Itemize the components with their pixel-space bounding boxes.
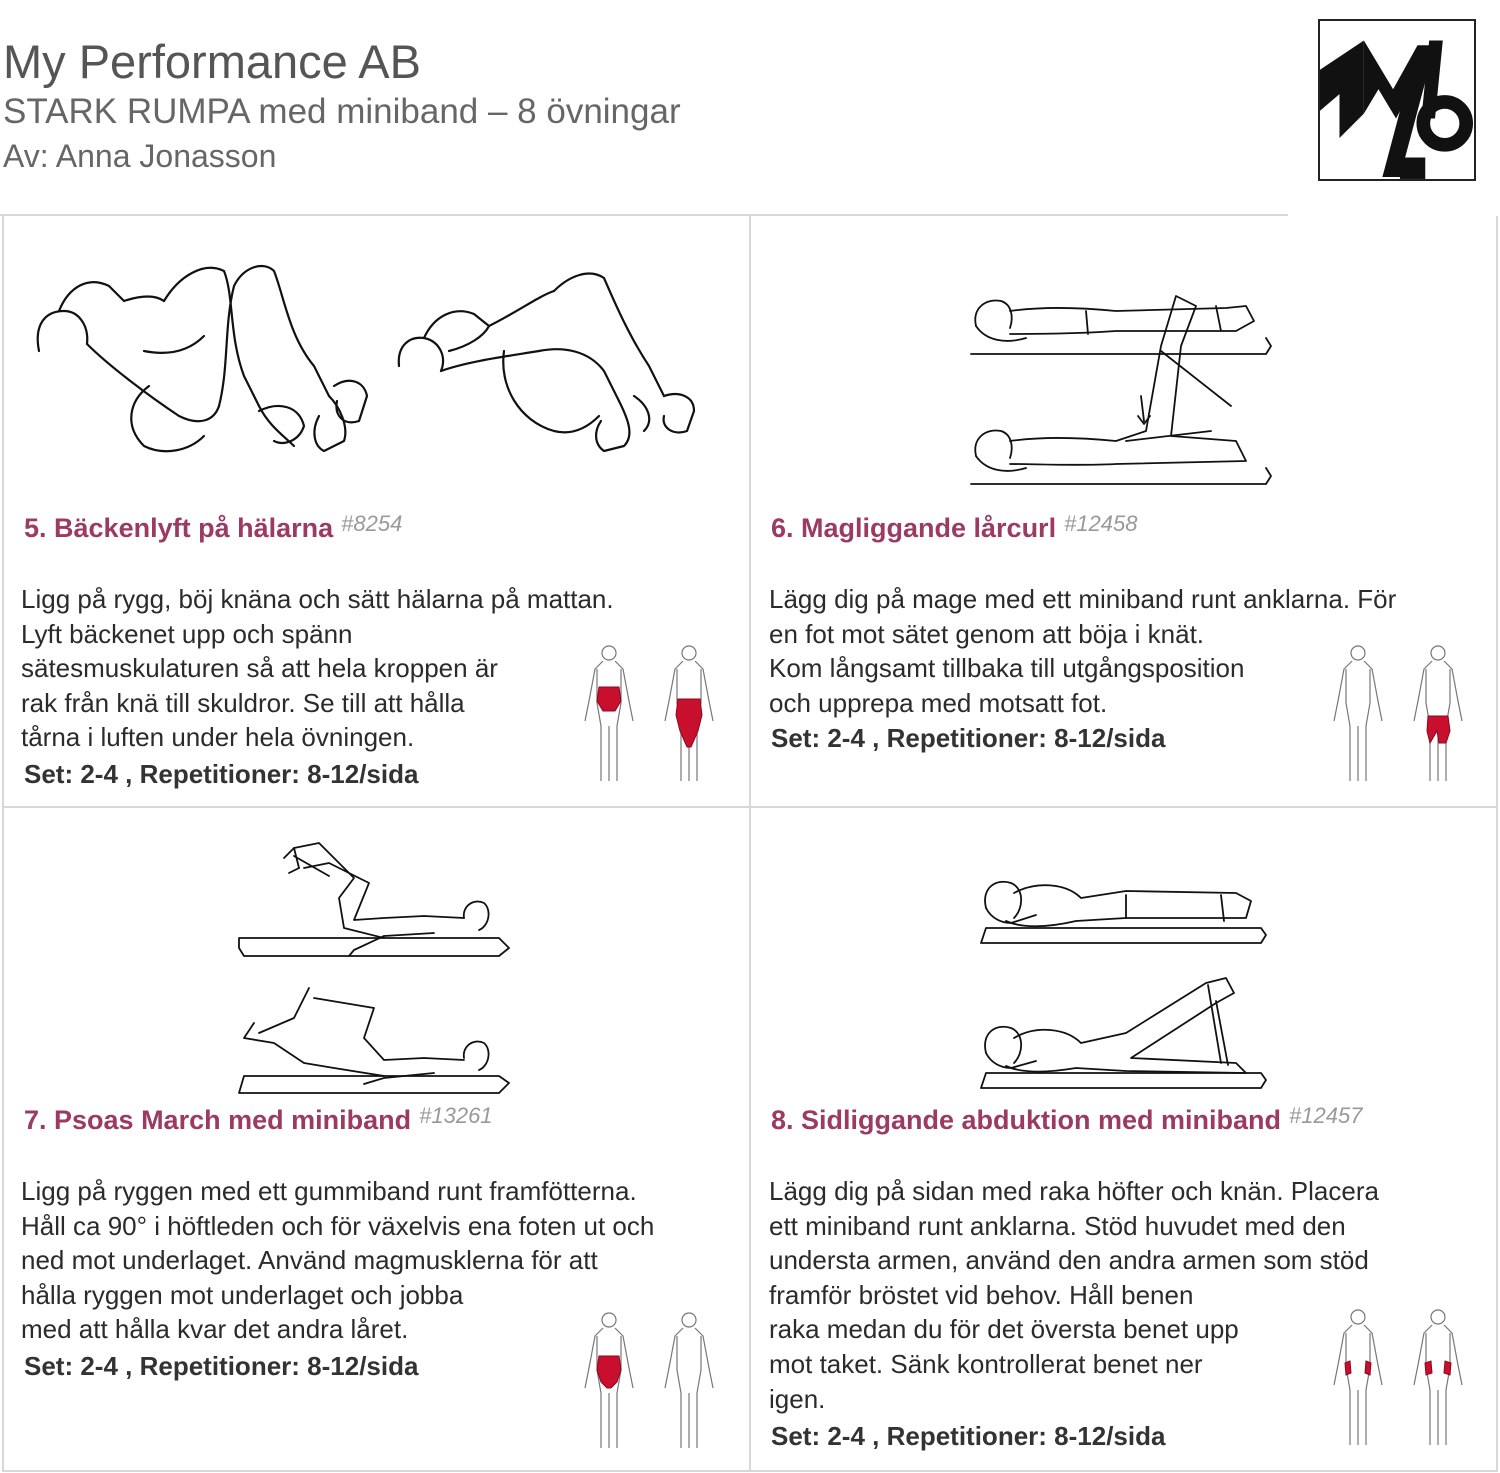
exercise-code: #8254 <box>341 511 403 536</box>
description-line: igen. <box>769 1383 826 1414</box>
description-line: ett miniband runt anklarna. Stöd huvudet… <box>769 1210 1346 1241</box>
muscle-map <box>1328 641 1468 786</box>
program-title: STARK RUMPA med miniband – 8 övningar <box>3 92 681 131</box>
exercise-title-text: 6. Magliggande lårcurl <box>771 513 1057 543</box>
page-header: My Performance AB STARK RUMPA med miniba… <box>0 0 1500 216</box>
exercise-illustration-psoas-march <box>234 838 514 1098</box>
exercise-card-8: 8. Sidliggande abduktion med miniband #12… <box>751 808 1496 1470</box>
side-abduction-illustration-icon <box>980 880 1267 1089</box>
description-line: en fot mot sätet genom att böja i knät. <box>769 618 1205 649</box>
muscle-map <box>579 641 719 786</box>
exercise-sets: Set: 2-4 , Repetitioner: 8-12/sida <box>24 759 419 789</box>
description-line: ned mot underlaget. Använd magmusklerna … <box>21 1245 598 1276</box>
hip-flexors-icon <box>584 1312 714 1448</box>
exercise-code: #12458 <box>1064 511 1138 536</box>
exercise-card-5: 5. Bäckenlyft på hälarna #8254 Ligg på ry… <box>4 216 751 808</box>
muscle-map <box>1328 1305 1468 1450</box>
exercise-illustration-bridge <box>29 256 729 471</box>
exercise-description: Ligg på ryggen med ett gummiband runt fr… <box>21 1174 654 1347</box>
exercise-code: #13261 <box>419 1103 493 1128</box>
description-line: Håll ca 90° i höftleden och för växelvis… <box>21 1210 655 1241</box>
description-line: sätesmuskulaturen så att hela kroppen är <box>21 653 498 684</box>
description-line: Lyft bäckenet upp och spänn <box>21 618 353 649</box>
exercise-illustration-leg-curl <box>966 286 1276 501</box>
exercise-description: Lägg dig på sidan med raka höfter och kn… <box>769 1174 1379 1416</box>
company-name: My Performance AB <box>3 35 421 88</box>
description-line: mot taket. Sänk kontrollerat benet ner <box>769 1348 1203 1379</box>
exercise-illustration-side-abduction <box>976 873 1276 1098</box>
header-divider <box>0 214 1288 216</box>
muscle-map <box>579 1308 719 1453</box>
glutes-abs-icon <box>584 645 714 781</box>
exercise-title-text: 5. Bäckenlyft på hälarna <box>24 513 334 543</box>
description-line: Ligg på ryggen med ett gummiband runt fr… <box>21 1176 637 1206</box>
exercise-sets: Set: 2-4 , Repetitioner: 8-12/sida <box>24 1351 419 1381</box>
hip-abductors-icon <box>1333 1309 1463 1445</box>
exercise-description: Ligg på rygg, böj knäna och sätt hälarna… <box>21 582 614 755</box>
description-line: Kom långsamt tillbaka till utgångspositi… <box>769 653 1245 684</box>
hamstrings-icon <box>1333 645 1463 781</box>
exercise-sets: Set: 2-4 , Repetitioner: 8-12/sida <box>771 1421 1166 1451</box>
description-line: med att hålla kvar det andra låret. <box>21 1314 409 1345</box>
exercise-code: #12457 <box>1289 1103 1363 1128</box>
author-line: Av: Anna Jonasson <box>3 138 277 174</box>
exercise-title: 7. Psoas March med miniband #13261 <box>24 1103 493 1136</box>
psoas-march-illustration-icon <box>238 842 510 1094</box>
exercise-title: 5. Bäckenlyft på hälarna #8254 <box>24 511 403 544</box>
description-line: och upprepa med motsatt fot. <box>769 687 1108 718</box>
description-line: Ligg på rygg, böj knäna och sätt hälarna… <box>21 584 614 614</box>
exercise-title: 6. Magliggande lårcurl #12458 <box>771 511 1138 544</box>
my-logo-icon <box>1320 40 1474 179</box>
exercise-title-text: 7. Psoas March med miniband <box>24 1105 412 1135</box>
exercise-card-6: 6. Magliggande lårcurl #12458 Lägg dig på… <box>751 216 1496 808</box>
exercise-title: 8. Sidliggande abduktion med miniband #12… <box>771 1103 1363 1136</box>
description-line: framför bröstet vid behov. Håll benen <box>769 1279 1194 1310</box>
description-line: Lägg dig på sidan med raka höfter och kn… <box>769 1176 1379 1206</box>
exercise-grid: 5. Bäckenlyft på hälarna #8254 Ligg på ry… <box>2 216 1498 1472</box>
description-line: raka medan du för det översta benet upp <box>769 1314 1239 1345</box>
description-line: understa armen, använd den andra armen s… <box>769 1245 1369 1276</box>
exercise-card-7: 7. Psoas March med miniband #13261 Ligg p… <box>4 808 751 1470</box>
leg-curl-illustration-icon <box>970 295 1272 485</box>
description-line: hålla ryggen mot underlaget och jobba <box>21 1279 464 1310</box>
bridge-illustration-icon <box>36 264 696 453</box>
description-line: tårna i luften under hela övningen. <box>21 722 415 753</box>
exercise-description: Lägg dig på mage med ett miniband runt a… <box>769 582 1396 720</box>
description-line: rak från knä till skuldror. Se till att … <box>21 687 465 718</box>
exercise-sets: Set: 2-4 , Repetitioner: 8-12/sida <box>771 723 1166 753</box>
brand-logo <box>1318 19 1476 181</box>
description-line: Lägg dig på mage med ett miniband runt a… <box>769 584 1397 614</box>
exercise-title-text: 8. Sidliggande abduktion med miniband <box>771 1105 1282 1135</box>
